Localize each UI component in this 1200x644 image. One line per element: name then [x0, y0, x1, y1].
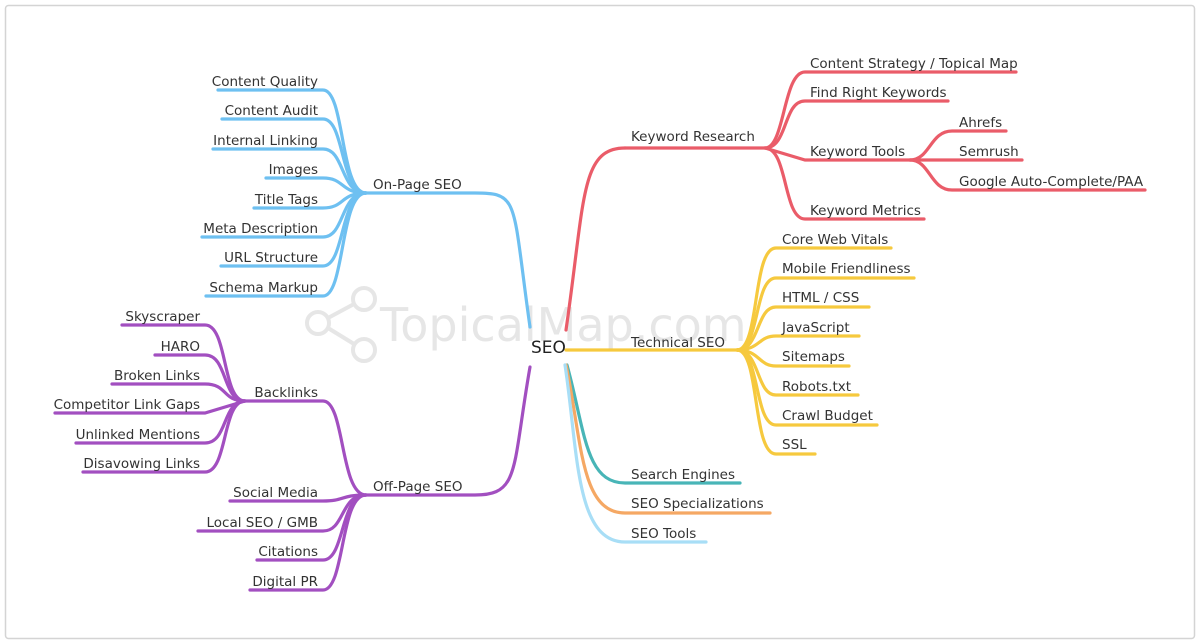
frame-border [4, 4, 1196, 640]
ssl-topic[interactable]: SSL [782, 437, 807, 453]
internal-linking-topic[interactable]: Internal Linking [213, 133, 318, 149]
images-topic[interactable]: Images [269, 162, 318, 178]
on-page-seo-connectors [200, 88, 532, 329]
keyword-tools-topic[interactable]: Keyword Tools [810, 144, 905, 160]
technical-seo-topic[interactable]: Technical SEO [630, 335, 725, 351]
skyscraper-topic[interactable]: Skyscraper [125, 309, 200, 325]
seo-specializations-connector [564, 363, 772, 515]
schema-markup-topic[interactable]: Schema Markup [209, 280, 318, 296]
unlinked-mentions-topic[interactable]: Unlinked Mentions [76, 427, 200, 443]
content-strategy-topic[interactable]: Content Strategy / Topical Map [810, 56, 1018, 72]
mobile-friendliness-topic[interactable]: Mobile Friendliness [782, 261, 911, 277]
digital-pr-topic[interactable]: Digital PR [252, 574, 318, 590]
robots-txt-topic[interactable]: Robots.txt [782, 379, 851, 395]
find-right-keywords-topic[interactable]: Find Right Keywords [810, 85, 946, 101]
core-web-vitals-topic[interactable]: Core Web Vitals [782, 232, 888, 248]
watermark-text: TopicalMap.com [379, 298, 747, 352]
local-seo-gmb-topic[interactable]: Local SEO / GMB [206, 515, 318, 531]
keyword-research-topic[interactable]: Keyword Research [631, 129, 755, 145]
title-tags-topic[interactable]: Title Tags [254, 192, 318, 208]
watermark: TopicalMap.com [305, 286, 747, 363]
seo-tools-topic[interactable]: SEO Tools [631, 526, 696, 542]
competitor-link-gaps-topic[interactable]: Competitor Link Gaps [54, 397, 200, 413]
crawl-budget-topic[interactable]: Crawl Budget [782, 408, 873, 424]
search-engines-topic[interactable]: Search Engines [631, 467, 735, 483]
backlinks-topic[interactable]: Backlinks [254, 385, 318, 401]
javascript-topic[interactable]: JavaScript [781, 320, 850, 336]
keyword-research-connectors [564, 70, 1147, 332]
off-page-seo-connectors [53, 323, 532, 592]
seo-tools-connector [563, 363, 708, 544]
citations-topic[interactable]: Citations [258, 544, 318, 560]
ahrefs-topic[interactable]: Ahrefs [959, 115, 1002, 131]
content-quality-topic[interactable]: Content Quality [212, 74, 318, 90]
off-page-seo-topic[interactable]: Off-Page SEO [373, 479, 463, 495]
on-page-seo-topic[interactable]: On-Page SEO [373, 177, 462, 193]
disavowing-links-topic[interactable]: Disavowing Links [83, 456, 200, 472]
root-topic-seo[interactable]: SEO [531, 338, 566, 358]
semrush-topic[interactable]: Semrush [959, 144, 1019, 160]
google-autocomplete-topic[interactable]: Google Auto-Complete/PAA [959, 174, 1144, 190]
haro-topic[interactable]: HARO [161, 339, 200, 355]
share-network-icon [305, 286, 377, 363]
html-css-topic[interactable]: HTML / CSS [782, 290, 859, 306]
social-media-topic[interactable]: Social Media [233, 485, 318, 501]
broken-links-topic[interactable]: Broken Links [114, 368, 200, 384]
meta-description-topic[interactable]: Meta Description [203, 221, 318, 237]
url-structure-topic[interactable]: URL Structure [224, 250, 318, 266]
sitemaps-topic[interactable]: Sitemaps [782, 349, 845, 365]
technical-seo-connectors [564, 246, 916, 456]
keyword-metrics-topic[interactable]: Keyword Metrics [810, 203, 921, 219]
seo-specializations-topic[interactable]: SEO Specializations [631, 496, 764, 512]
content-audit-topic[interactable]: Content Audit [225, 103, 318, 119]
search-engines-connector [565, 363, 742, 485]
